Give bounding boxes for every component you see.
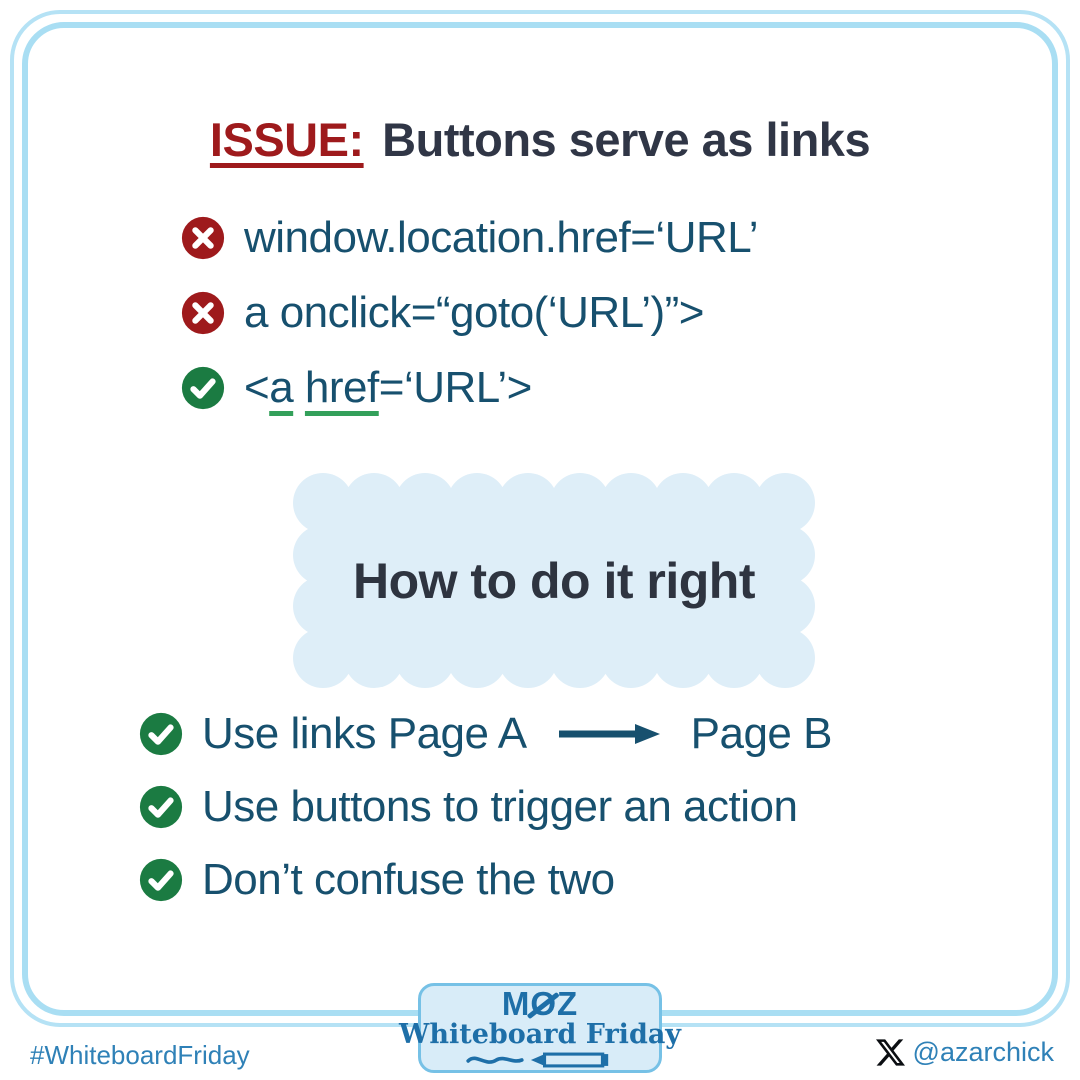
checklist-text: Don’t confuse the two bbox=[202, 855, 615, 904]
twitter-handle: @azarchick bbox=[912, 1037, 1054, 1067]
error-icon bbox=[181, 291, 225, 335]
marker-icon bbox=[466, 1052, 609, 1068]
moz-logo-slashed-o: O bbox=[530, 985, 557, 1022]
checklist-text: Use links Page A bbox=[202, 709, 527, 758]
social-attribution: @azarchick bbox=[875, 1037, 1054, 1068]
check-icon bbox=[181, 366, 225, 410]
code-example-row: <a href=‘URL’> bbox=[180, 364, 758, 412]
checklist-item: Don’t confuse the two bbox=[138, 856, 832, 904]
check-icon bbox=[139, 858, 183, 902]
x-logo-icon bbox=[875, 1039, 905, 1066]
title-text: Buttons serve as links bbox=[382, 113, 871, 166]
code-example-list: window.location.href=‘URL’ a onclick=“go… bbox=[180, 213, 759, 412]
checklist-item: Use buttons to trigger an action bbox=[138, 783, 832, 831]
arrow-right-icon bbox=[558, 724, 660, 744]
code-href-attr: href bbox=[304, 363, 379, 412]
page-title: ISSUE: Buttons serve as links bbox=[0, 112, 1080, 167]
check-icon bbox=[139, 785, 183, 829]
footer-hashtag: #WhiteboardFriday bbox=[30, 1040, 250, 1070]
checklist-item: Use links Page A Page B bbox=[138, 710, 832, 758]
code-text: window.location.href=‘URL’ bbox=[244, 213, 759, 262]
issue-label: ISSUE: bbox=[209, 113, 364, 166]
moz-logo-m: M bbox=[501, 985, 531, 1022]
code-anchor-tag: a bbox=[269, 363, 294, 412]
code-text: a onclick=“goto(‘URL’)”> bbox=[244, 288, 704, 337]
code-example-row: window.location.href=‘URL’ bbox=[180, 213, 759, 262]
checklist: Use links Page A Page B Use buttons to t… bbox=[138, 710, 832, 904]
code-rest: =‘URL’> bbox=[378, 363, 533, 412]
badge-title: Whiteboard Friday bbox=[399, 1019, 681, 1050]
code-space bbox=[293, 363, 305, 412]
checklist-text: Page B bbox=[690, 709, 833, 758]
check-icon bbox=[139, 712, 183, 756]
checklist-text: Use buttons to trigger an action bbox=[202, 782, 798, 831]
moz-logo-z: Z bbox=[557, 985, 579, 1022]
code-open-bracket: < bbox=[244, 363, 270, 412]
cloud-shape bbox=[293, 473, 815, 688]
code-text: <a href=‘URL’> bbox=[244, 364, 532, 412]
callout-cloud: How to do it right bbox=[293, 473, 815, 688]
callout-text: How to do it right bbox=[352, 552, 756, 609]
error-icon bbox=[181, 216, 225, 260]
code-example-row: a onclick=“goto(‘URL’)”> bbox=[180, 289, 758, 337]
